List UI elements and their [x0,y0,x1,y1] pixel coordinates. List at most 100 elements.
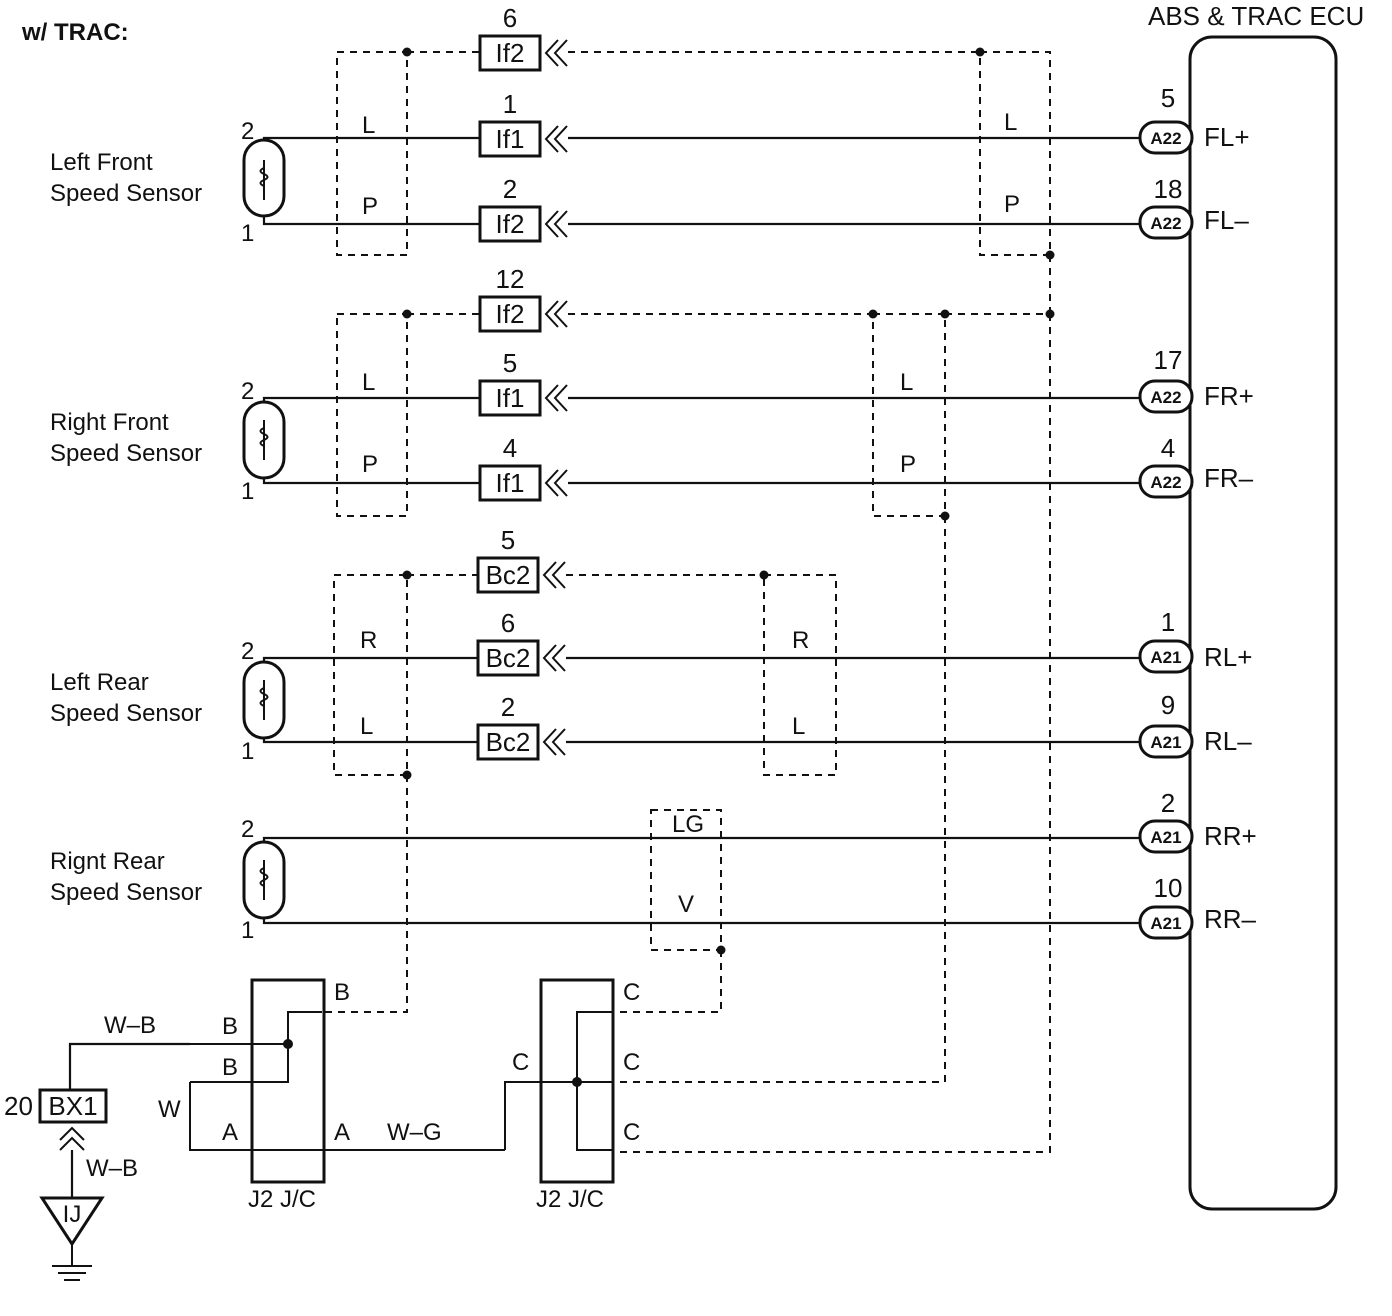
ecu-label: ABS & TRAC ECU [1148,1,1364,31]
svg-text:A21: A21 [1150,733,1181,752]
junction-left-label: J2 J/C [248,1186,316,1213]
right-rear-sensor-group: Rignt Rear Speed Sensor 2 1 LG V [50,809,1140,955]
ground-section: W–B W W–G BX1 20 W–B IJ [4,1012,442,1281]
ecu-pin-rr-plus: A21 2 RR+ [1138,788,1257,854]
wire-color-wg: W–G [387,1119,442,1146]
svg-text:B: B [334,979,350,1006]
svg-text:C: C [623,1049,640,1076]
svg-text:RL–: RL– [1204,726,1252,756]
ecu-pin-fl-minus: A22 18 FL– [1138,174,1249,240]
connector-chevron-icon [544,300,568,328]
wire-color-lr-top-right: R [792,627,809,654]
sensor-name-lr-2: Speed Sensor [50,700,202,727]
left-front-sensor-group: Left Front Speed Sensor 2 1 L P L P [50,47,1140,260]
svg-text:A22: A22 [1150,129,1181,148]
svg-text:C: C [512,1049,529,1076]
connector-chevron-icon [544,210,568,238]
svg-text:A22: A22 [1150,214,1181,233]
svg-text:C: C [623,1119,640,1146]
connector-label: If2 [496,38,525,68]
connector-chevron-icon [544,125,568,153]
inline-connector-bc2-6: Bc2 6 [476,608,566,677]
left-rear-sensor-group: Left Rear Speed Sensor 2 1 R L R L [50,570,1140,780]
connector-pin: 5 [503,348,517,378]
wire-color-rf-bot-right: P [900,451,916,478]
inline-connector-bc2-5: Bc2 5 [476,525,566,594]
inline-connector-if2-12: If2 12 [478,264,568,333]
sensor-name-lr-1: Left Rear [50,669,149,696]
connector-pin: 4 [503,433,517,463]
svg-text:RR–: RR– [1204,904,1257,934]
connector-chevron-icon [544,39,568,67]
ecu-pin-rl-plus: A21 1 RL+ [1138,607,1252,674]
inline-connector-if2-6: If2 6 [478,3,568,72]
wire-color-rf-bot-left: P [362,451,378,478]
ecu-pin-rl-minus: A21 9 RL– [1138,690,1252,759]
sensor-pin-top-rf: 2 [241,378,254,405]
bx1-pin: 20 [4,1091,33,1121]
connector-label: If2 [496,209,525,239]
svg-text:A21: A21 [1150,648,1181,667]
sensor-pin-top-lf: 2 [241,118,254,145]
svg-text:A22: A22 [1150,388,1181,407]
connector-chevron-icon [542,561,566,589]
wire-color-lf-bot-right: P [1004,191,1020,218]
wire-color-lf-top-right: L [1004,109,1017,136]
sensor-name-rf-2: Speed Sensor [50,440,202,467]
connector-pin: 2 [501,692,515,722]
coil-icon [259,867,269,887]
ground-label: IJ [63,1201,82,1228]
wire-color-rf-top-left: L [362,369,375,396]
junction-connector-left: B B B A A J2 J/C [189,978,505,1213]
svg-text:A21: A21 [1150,828,1181,847]
svg-text:FL+: FL+ [1204,122,1250,152]
ecu-pin-fl-plus: A22 5 FL+ [1138,83,1250,155]
bx1-label: BX1 [48,1091,97,1121]
sensor-name-rr-2: Speed Sensor [50,879,202,906]
inline-connector-if1-5: If1 5 [478,348,568,417]
connector-label: If1 [496,468,525,498]
connector-label: Bc2 [486,560,531,590]
connector-chevron-icon [542,644,566,672]
svg-text:5: 5 [1161,83,1175,113]
svg-text:2: 2 [1161,788,1175,818]
svg-text:C: C [623,979,640,1006]
svg-text:RR+: RR+ [1204,821,1257,851]
svg-text:FR+: FR+ [1204,381,1254,411]
wire-color-lf-bot-left: P [362,193,378,220]
wire-color-rr-top: LG [672,811,704,838]
connector-label: If1 [496,383,525,413]
connector-label: Bc2 [486,643,531,673]
svg-text:A: A [222,1119,238,1146]
connector-pin: 2 [503,174,517,204]
wire-color-lr-bot-right: L [792,713,805,740]
inline-connector-bc2-2: Bc2 2 [476,692,566,761]
ground-point-triangle [39,1196,105,1247]
svg-text:4: 4 [1161,433,1175,463]
svg-text:A22: A22 [1150,473,1181,492]
connector-pin: 5 [501,525,515,555]
connector-chevron-icon [542,728,566,756]
svg-text:B: B [222,1054,238,1081]
ecu-box [1188,35,1338,1211]
sensor-pin-bottom-rr: 1 [241,917,254,944]
connector-pin: 6 [501,608,515,638]
svg-text:FR–: FR– [1204,463,1254,493]
wire-color-w: W [158,1096,181,1123]
wire-color-lr-top-left: R [360,627,377,654]
svg-text:FL–: FL– [1204,205,1249,235]
connector-label: If1 [496,124,525,154]
connector-pin: 6 [503,3,517,33]
sensor-pin-bottom-rf: 1 [241,478,254,505]
svg-text:A21: A21 [1150,914,1181,933]
wire-color-rf-top-right: L [900,369,913,396]
svg-text:17: 17 [1154,345,1183,375]
wire-color-lr-bot-left: L [360,713,373,740]
coil-icon [259,427,269,447]
svg-text:RL+: RL+ [1204,642,1252,672]
wire-color-wb-bottom: W–B [86,1155,138,1182]
junction-right-label: J2 J/C [536,1186,604,1213]
svg-text:B: B [222,1013,238,1040]
sensor-pin-bottom-lf: 1 [241,220,254,247]
